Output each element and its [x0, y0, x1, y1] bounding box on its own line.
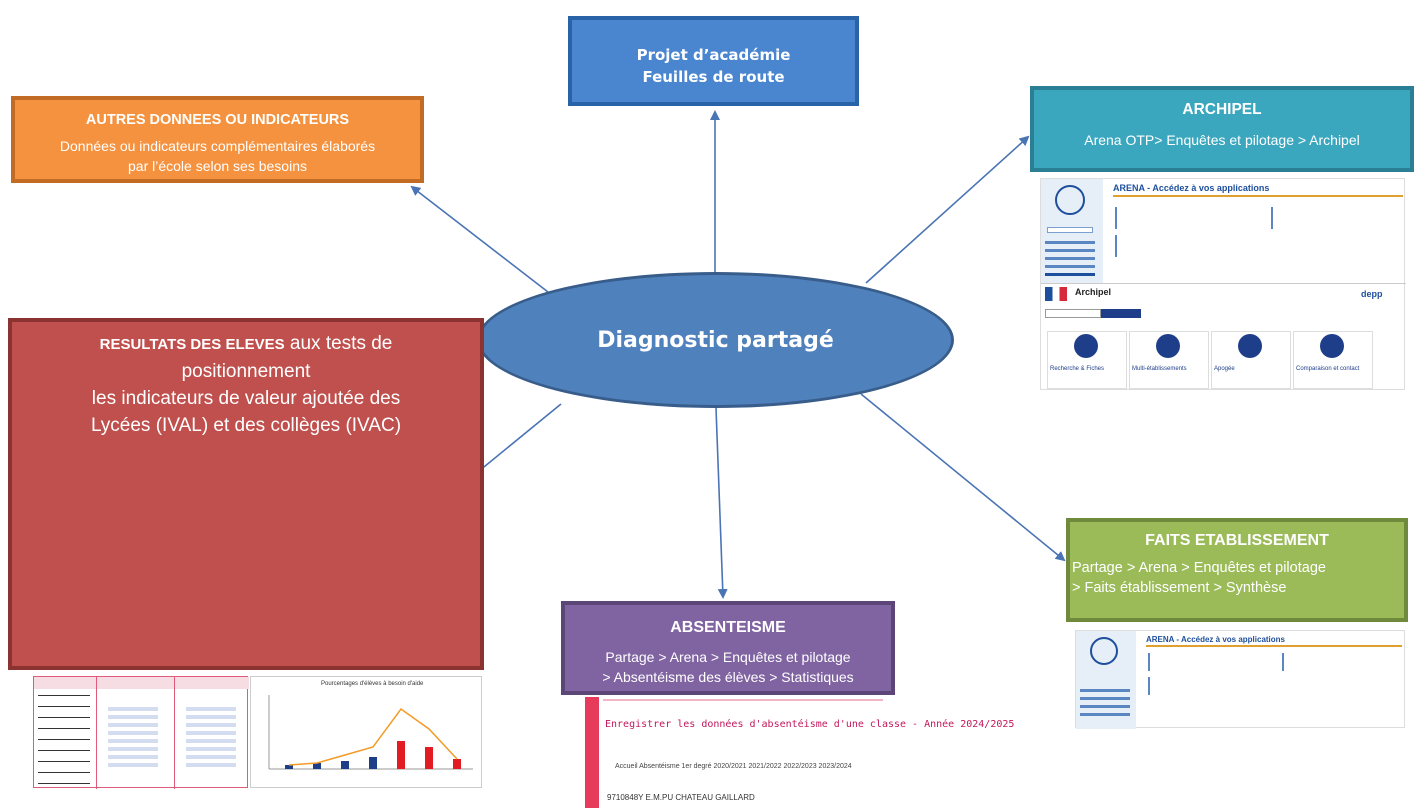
resultats-line3: les indicateurs de valeur ajoutée des: [91, 388, 401, 409]
resultats-mini-chart: [268, 695, 473, 770]
autres-title: AUTRES DONNEES OU INDICATEURS: [85, 112, 350, 128]
absent-title: ABSENTEISME: [670, 619, 786, 636]
faits-etablissement-box: FAITS ETABLISSEMENT Partage > Arena > En…: [1066, 518, 1408, 622]
archipel-arena-banner: ARENA - Accédez à vos applications: [1113, 183, 1270, 193]
archipel-tile-3-label: Apogée: [1214, 366, 1235, 372]
absenteisme-box: ABSENTEISME Partage > Arena > Enquêtes e…: [561, 601, 895, 695]
projet-academie-box: Projet d’académie Feuilles de route: [568, 16, 859, 106]
projet-line1: Projet d’académie: [636, 46, 791, 64]
faits-path: Partage > Arena > Enquêtes et pilotage >…: [1070, 558, 1404, 598]
absent-screenshot: Enregistrer les données d'absentéisme d'…: [585, 697, 1014, 808]
marianne-logo-icon: [1055, 185, 1085, 215]
arrow-to-absent: [715, 407, 728, 599]
archipel-tile-3[interactable]: Apogée: [1211, 331, 1291, 389]
absent-line2: > Absentéisme des élèves > Statistiques: [602, 669, 854, 685]
archipel-page-title: Archipel: [1075, 287, 1112, 297]
arrow-to-archipel: [865, 135, 1030, 284]
archipel-tile-4[interactable]: Comparaison et contact: [1293, 331, 1373, 389]
faits-arena-sidebar: [1076, 631, 1136, 729]
resultats-line1-rest: aux tests de: [289, 333, 393, 354]
faits-title: FAITS ETABLISSEMENT: [1145, 532, 1329, 549]
diagnostic-partage-label: Diagnostic partagé: [597, 327, 834, 353]
resultats-line2: positionnement: [181, 361, 311, 382]
autres-description: Données ou indicateurs complémentaires é…: [15, 136, 420, 176]
faits-arena-banner: ARENA - Accédez à vos applications: [1146, 635, 1285, 644]
archipel-tile-2[interactable]: Multi-établissements: [1129, 331, 1209, 389]
faits-screenshot: ARENA - Accédez à vos applications: [1075, 630, 1405, 729]
document-icon: [1320, 334, 1344, 358]
archipel-box: ARCHIPEL Arena OTP> Enquêtes et pilotage…: [1030, 86, 1414, 172]
archipel-tile-4-label: Comparaison et contact: [1296, 366, 1360, 372]
projet-line2: Feuilles de route: [642, 68, 785, 86]
resultats-title: RESULTATS DES ELEVES: [99, 336, 285, 353]
autres-line2: par l’école selon ses besoins: [128, 158, 307, 174]
absent-line1: Partage > Arena > Enquêtes et pilotage: [605, 649, 851, 665]
archipel-tile-1[interactable]: Recherche & Fiches: [1047, 331, 1127, 389]
building-icon: [1074, 334, 1098, 358]
faits-line2: > Faits établissement > Synthèse: [1072, 580, 1287, 596]
depp-logo: depp: [1361, 289, 1383, 299]
french-republic-logo-icon: [1045, 287, 1067, 301]
resultats-eleves-box: RESULTATS DES ELEVES aux tests de positi…: [8, 318, 484, 670]
buildings-icon: [1156, 334, 1180, 358]
arrow-to-autres: [410, 185, 549, 293]
resultats-line4: Lycées (IVAL) et des collèges (IVAC): [90, 415, 402, 436]
arrow-to-faits: [860, 393, 1066, 562]
autres-donnees-box: AUTRES DONNEES OU INDICATEURS Données ou…: [11, 96, 424, 183]
archipel-screenshot: ARENA - Accédez à vos applications Archi…: [1040, 178, 1406, 390]
resultats-description: RESULTATS DES ELEVES aux tests de positi…: [12, 330, 480, 439]
arena-sidebar: [1041, 179, 1103, 283]
absent-screenshot-school: 9710848Y E.M.PU CHATEAU GAILLARD: [607, 793, 755, 802]
archipel-tile-2-label: Multi-établissements: [1132, 366, 1187, 372]
absent-path: Partage > Arena > Enquêtes et pilotage >…: [565, 647, 891, 687]
marianne-logo-icon: [1090, 637, 1118, 665]
archipel-path: Arena OTP> Enquêtes et pilotage > Archip…: [1084, 132, 1360, 148]
faits-line1: Partage > Arena > Enquêtes et pilotage: [1072, 560, 1326, 576]
absent-screenshot-tabs: Accueil Absentéisme 1er degré 2020/2021 …: [615, 763, 852, 770]
archipel-title: ARCHIPEL: [1182, 101, 1262, 118]
resultats-chart-screenshot: Pourcentages d'élèves à besoin d'aide: [250, 676, 482, 788]
absent-screenshot-heading: Enregistrer les données d'absentéisme d'…: [605, 719, 1015, 730]
map-icon: [1238, 334, 1262, 358]
resultats-table-screenshot: [33, 676, 249, 789]
autres-line1: Données ou indicateurs complémentaires é…: [59, 138, 376, 154]
diagnostic-partage-ellipse: Diagnostic partagé: [477, 272, 954, 408]
archipel-tile-1-label: Recherche & Fiches: [1050, 366, 1105, 372]
resultats-chart-title: Pourcentages d'élèves à besoin d'aide: [321, 681, 424, 687]
